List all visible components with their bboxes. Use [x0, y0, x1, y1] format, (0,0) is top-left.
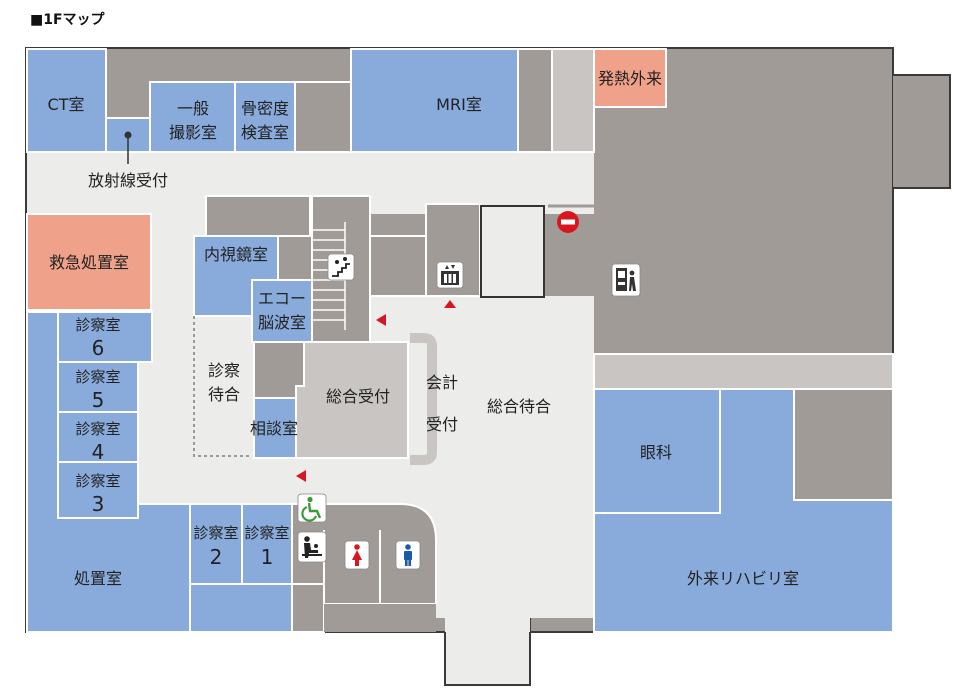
- exam-room-6-number: 6: [92, 336, 105, 360]
- service-area-bottom-left: [189, 583, 293, 633]
- building-east-wing: [892, 48, 951, 189]
- exam-room-2: [189, 503, 243, 585]
- general-xray-label-1: 一般: [177, 99, 209, 118]
- exam-waiting-boundary: [193, 316, 252, 457]
- treatment-room: [26, 311, 191, 633]
- cashier-label-2: 受付: [426, 415, 458, 434]
- cashier-counter: [410, 333, 437, 465]
- accessible-toilet-icon: [297, 493, 327, 523]
- cashier-label-1: 会計: [426, 373, 458, 392]
- emergency-room: [26, 213, 152, 311]
- echo-label-1: エコー: [258, 289, 306, 308]
- womens-toilet-icon: [344, 540, 370, 570]
- toilet-block-lower: [324, 604, 436, 632]
- general-xray-label-2: 撮影室: [169, 123, 217, 142]
- exam-room-5: [57, 361, 139, 413]
- fever-clinic-label: 発熱外来: [598, 69, 662, 88]
- service-area-center-2: [277, 235, 313, 281]
- radiology-pointer-dot: [124, 131, 132, 139]
- direction-arrow-toilet: [296, 470, 306, 482]
- exam-room-1-number: 1: [261, 545, 274, 569]
- bone-density-label-2: 検査室: [241, 123, 289, 142]
- service-area-top: [294, 81, 352, 153]
- main-reception-desk: [295, 341, 409, 459]
- exam-room-1-label: 診察室: [244, 524, 289, 542]
- echo-label-2: 脳波室: [258, 313, 306, 332]
- elevator-hall-wall: [369, 235, 427, 297]
- vending-machine-icon: [611, 263, 641, 297]
- emergency-room-label: 救急処置室: [49, 253, 129, 272]
- general-xray-room: [149, 81, 236, 153]
- fever-clinic: [593, 48, 667, 108]
- corridor-right: [593, 353, 894, 390]
- baby-changing-icon: [297, 531, 327, 563]
- page-title: ■1Fマップ: [30, 12, 105, 28]
- ct-room: [26, 48, 107, 153]
- service-area-top-right: [517, 48, 553, 153]
- exam-room-4-label: 診察室: [75, 420, 120, 438]
- main-reception-label: 総合受付: [326, 387, 390, 406]
- direction-arrow-stairs: [376, 314, 386, 326]
- mri-room: [350, 48, 519, 153]
- exam-room-3: [57, 461, 139, 519]
- bone-density-label-1: 骨密度: [241, 99, 289, 118]
- exam-waiting-label-1: 診察: [208, 361, 240, 380]
- passage: [551, 48, 595, 153]
- exam-room-3-label: 診察室: [75, 472, 120, 490]
- exam-room-5-number: 5: [92, 388, 105, 412]
- exam-room-2-number: 2: [210, 545, 223, 569]
- no-entry-icon: [557, 211, 579, 233]
- stairs-icon: [327, 253, 355, 281]
- service-area-right: [793, 388, 894, 501]
- radiology-reception-label: 放射線受付: [88, 171, 168, 190]
- service-area-center: [205, 195, 311, 237]
- elevator-shaft: [480, 205, 545, 298]
- direction-arrow-elevator: [444, 300, 456, 308]
- ct-room-label: CT室: [48, 95, 85, 114]
- ophthalmology-label: 眼科: [640, 443, 672, 462]
- exam-room-4: [57, 411, 139, 463]
- exam-room-3-number: 3: [92, 492, 105, 516]
- exam-room-4-number: 4: [92, 440, 105, 464]
- exam-waiting-label-2: 待合: [208, 385, 240, 404]
- consult-room: [253, 397, 297, 459]
- exam-room-2-label: 診察室: [193, 524, 238, 542]
- exam-room-6-label: 診察室: [75, 316, 120, 334]
- mens-toilet-icon: [395, 540, 421, 570]
- elevator-icon: [436, 261, 464, 289]
- main-waiting-label: 総合待合: [487, 397, 551, 416]
- mri-room-label: MRI室: [436, 95, 482, 114]
- endoscopy-label: 内視鏡室: [204, 245, 268, 264]
- treatment-room-label: 処置室: [74, 569, 122, 588]
- echo-room: [251, 279, 313, 343]
- consult-room-label: 相談室: [250, 419, 298, 438]
- exam-room-6: [57, 311, 153, 363]
- exam-room-5-label: 診察室: [75, 368, 120, 386]
- exam-room-1: [241, 503, 293, 585]
- rehab-room-label: 外来リハビリ室: [687, 569, 799, 588]
- entrance-wall: [444, 617, 531, 686]
